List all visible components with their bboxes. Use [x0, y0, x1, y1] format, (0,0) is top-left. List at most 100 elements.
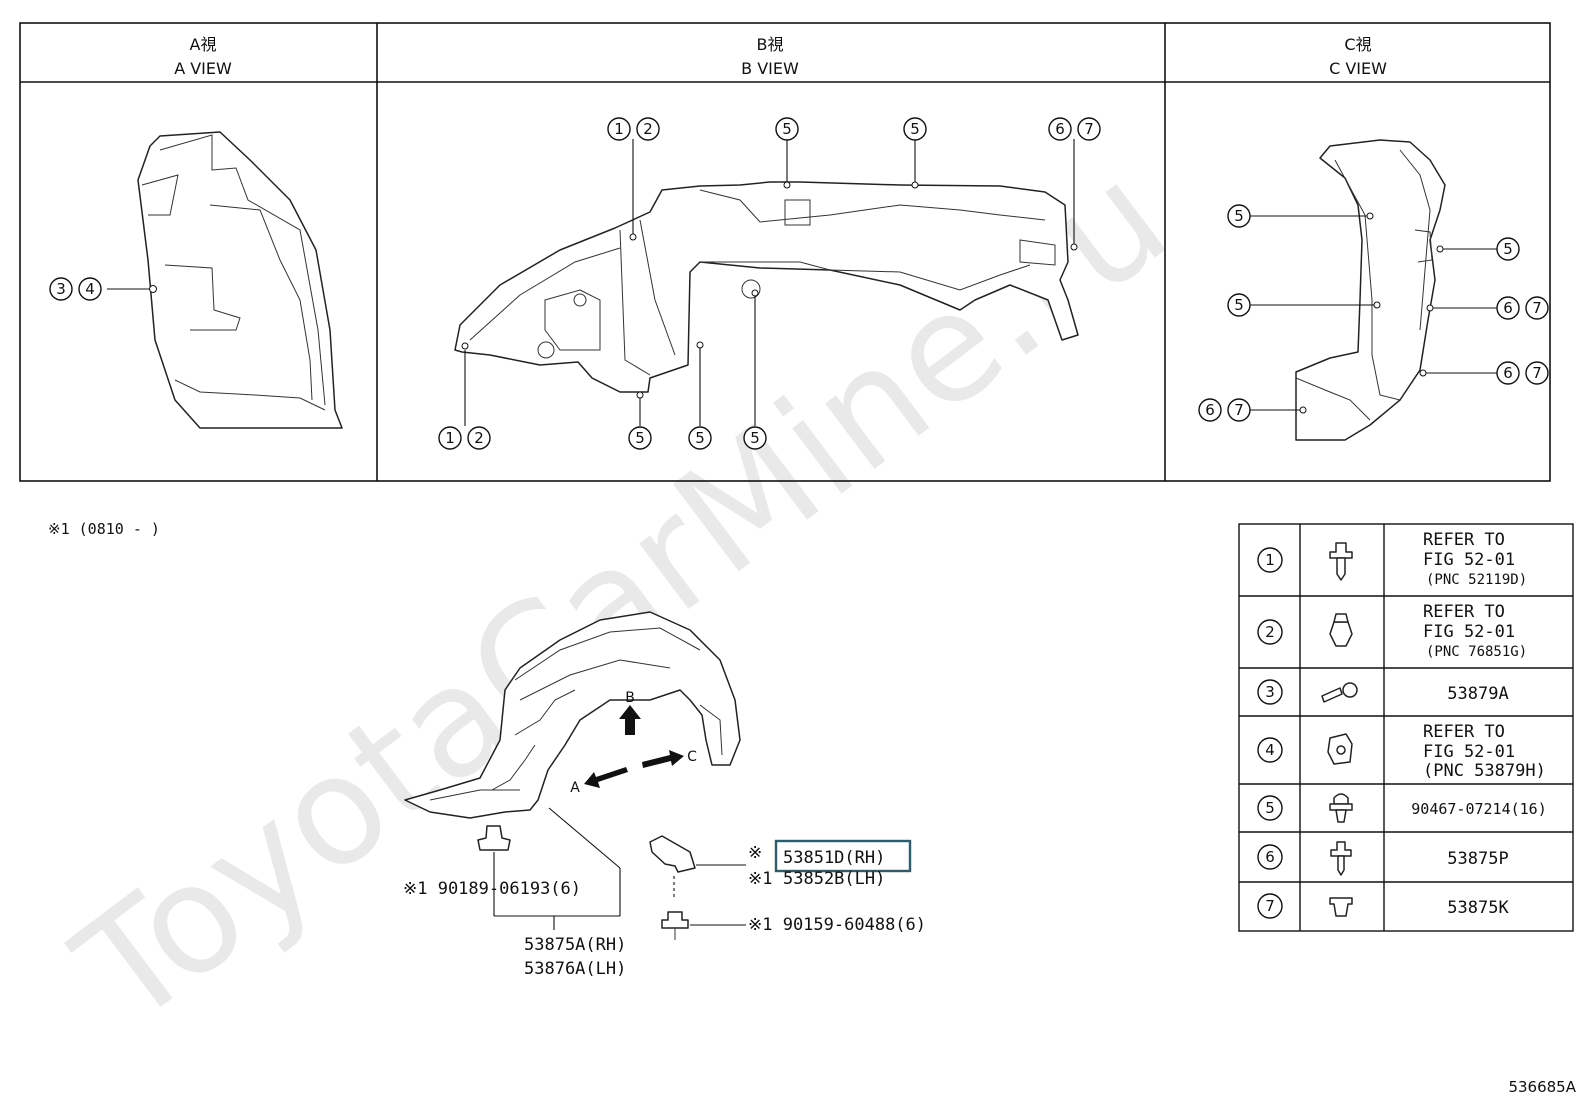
- legend-1-line-1: REFER TO: [1423, 530, 1505, 550]
- svg-text:5: 5: [782, 120, 792, 138]
- legend-row-1: 1 REFER TO FIG 52-01 (PNC 52119D): [1257, 530, 1527, 588]
- screw-grommet-icon: [1321, 682, 1358, 703]
- legend-row-7: 7 53875K: [1257, 893, 1509, 919]
- svg-text:B: B: [625, 690, 635, 706]
- view-b-title-jp: B視: [757, 35, 784, 54]
- svg-text:7: 7: [1084, 120, 1094, 138]
- fastener-legend: 1 REFER TO FIG 52-01 (PNC 52119D) 2 REFE…: [1238, 523, 1574, 932]
- legend-row-6: 6 53875P: [1257, 841, 1509, 876]
- view-a-title-jp: A視: [190, 35, 217, 54]
- legend-2-line-2: FIG 52-01: [1423, 622, 1515, 642]
- liner-lh-label: 53876A(LH): [524, 959, 626, 979]
- callout-c-5-top-left: 5: [1227, 204, 1251, 228]
- svg-text:5: 5: [1265, 799, 1275, 817]
- bracket-prefix-1: ※: [748, 843, 762, 863]
- legend-row-5: 5 90467-07214(16): [1257, 793, 1547, 823]
- nut-clip-icon: [1329, 613, 1353, 647]
- legend-2-line-3: (PNC 76851G): [1426, 644, 1527, 660]
- legend-row-2: 2 REFER TO FIG 52-01 (PNC 76851G): [1257, 602, 1527, 660]
- legend-1-line-2: FIG 52-01: [1423, 550, 1515, 570]
- legend-frame: [1238, 523, 1574, 932]
- svg-text:6: 6: [1055, 120, 1065, 138]
- svg-text:5: 5: [1234, 207, 1244, 225]
- callout-c-5-mid-left: 5: [1227, 293, 1251, 317]
- svg-text:4: 4: [1265, 741, 1275, 759]
- svg-text:5: 5: [695, 429, 705, 447]
- bolt-part-label: ※1 90159-60488(6): [748, 915, 926, 935]
- svg-text:5: 5: [1503, 240, 1513, 258]
- svg-text:5: 5: [635, 429, 645, 447]
- svg-text:7: 7: [1234, 401, 1244, 419]
- svg-text:2: 2: [1265, 623, 1275, 641]
- bracket-prefix-2: ※1: [748, 869, 772, 889]
- svg-text:C: C: [687, 749, 697, 765]
- figure-id: 536685A: [1508, 1078, 1576, 1096]
- legend-3-line-1: 53879A: [1447, 684, 1508, 704]
- legend-2-line-1: REFER TO: [1423, 602, 1505, 622]
- view-panels: A視 A VIEW B視 B VIEW C視 C VIEW: [19, 22, 1551, 482]
- svg-text:7: 7: [1265, 897, 1275, 915]
- views-frame: [19, 22, 1551, 482]
- svg-text:4: 4: [85, 280, 95, 298]
- callout-b-5-d: 5: [688, 426, 712, 450]
- grommet-icon: [1329, 897, 1353, 917]
- bracket-rh-label: 53851D(RH): [783, 848, 885, 868]
- applicability-note: ※1 (0810 - ): [48, 520, 160, 538]
- svg-text:6: 6: [1205, 401, 1215, 419]
- svg-text:7: 7: [1532, 299, 1542, 317]
- callout-b-5-e: 5: [743, 426, 767, 450]
- svg-text:1: 1: [445, 429, 455, 447]
- svg-text:6: 6: [1265, 848, 1275, 866]
- legend-7-line-1: 53875K: [1447, 898, 1509, 918]
- view-arrow-b: B: [619, 690, 641, 735]
- push-clip-part: [477, 825, 511, 916]
- legend-4-line-2: FIG 52-01: [1423, 742, 1515, 762]
- callout-b-5-c: 5: [628, 426, 652, 450]
- bracket-rh-highlight: [774, 839, 912, 873]
- legend-6-line-1: 53875P: [1447, 849, 1508, 869]
- view-arrow-c: C: [642, 749, 697, 768]
- svg-text:3: 3: [56, 280, 66, 298]
- svg-text:A: A: [570, 780, 580, 796]
- legend-4-line-1: REFER TO: [1423, 722, 1505, 742]
- svg-text:5: 5: [750, 429, 760, 447]
- bracket-lh-label: 53852B(LH): [783, 869, 885, 889]
- view-c-title: C VIEW: [1329, 59, 1387, 78]
- svg-text:5: 5: [1234, 296, 1244, 314]
- callout-c-5-right: 5: [1496, 237, 1520, 261]
- bolt-part: [661, 911, 746, 940]
- svg-text:6: 6: [1503, 364, 1513, 382]
- view-a-title: A VIEW: [174, 59, 232, 78]
- svg-text:7: 7: [1532, 364, 1542, 382]
- push-clip-icon: [1329, 793, 1353, 823]
- callout-b-5-a: 5: [775, 117, 799, 141]
- legend-4-line-3: (PNC 53879H): [1423, 761, 1546, 781]
- svg-text:1: 1: [614, 120, 624, 138]
- legend-row-3: 3 53879A: [1257, 679, 1509, 705]
- screw-icon: [1330, 841, 1352, 876]
- svg-text:3: 3: [1265, 683, 1275, 701]
- view-arrow-a: A: [570, 767, 628, 796]
- view-b-title: B VIEW: [741, 59, 799, 78]
- svg-text:5: 5: [910, 120, 920, 138]
- clip-nut-icon: [1327, 733, 1353, 765]
- legend-5-line-1: 90467-07214(16): [1411, 800, 1546, 818]
- svg-text:2: 2: [643, 120, 653, 138]
- view-c-title-jp: C視: [1344, 35, 1371, 54]
- svg-text:2: 2: [474, 429, 484, 447]
- legend-row-4: 4 REFER TO FIG 52-01 (PNC 53879H): [1257, 722, 1546, 781]
- svg-text:6: 6: [1503, 299, 1513, 317]
- liner-rh-label: 53875A(RH): [524, 935, 626, 955]
- bracket-part: [649, 835, 746, 900]
- fender-liner-drawing: [404, 611, 741, 819]
